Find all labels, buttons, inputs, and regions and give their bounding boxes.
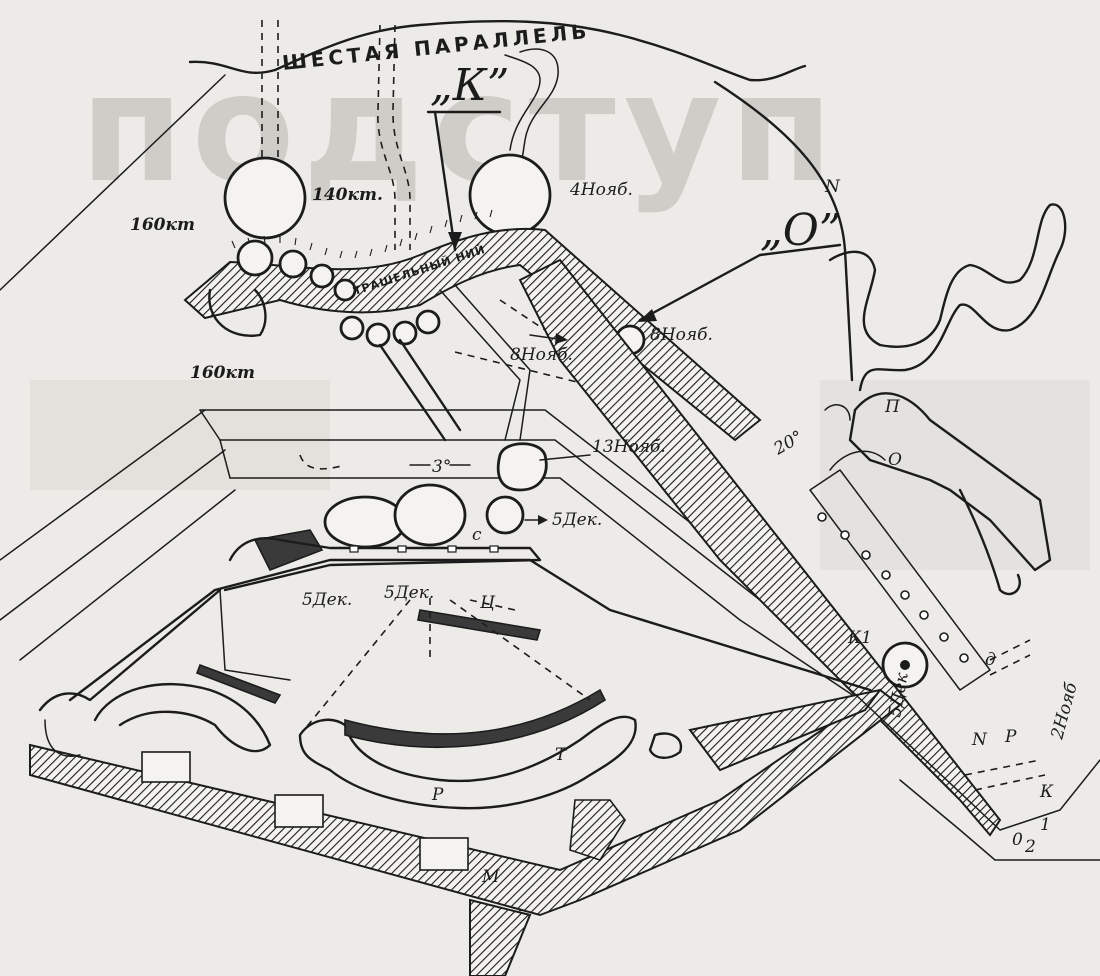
label-letter-t: Т (555, 745, 568, 765)
traverse-center-p (298, 715, 637, 810)
crater-4nov (468, 153, 552, 237)
traverse-hatched-left (195, 663, 282, 704)
bleed-through-right (820, 380, 1090, 570)
label-num-2: 2 (1024, 837, 1036, 857)
label-marker-k: „К” (430, 60, 509, 111)
label-crater-140: 140кт. (312, 185, 383, 205)
label-letter-k1: К1 (847, 628, 872, 648)
traverse-small (648, 732, 683, 759)
traverse-hatched-band (344, 688, 607, 748)
bastion-front-wall (469, 898, 532, 976)
right-ditch-lower (899, 779, 1100, 861)
rampart-emplacements (141, 751, 626, 871)
crater-chain-upper (236, 239, 357, 302)
approach-trench-3 (504, 48, 559, 161)
label-letter-r-small: Р (1004, 727, 1017, 747)
ditch-corner (199, 409, 231, 479)
caponier-loopholes (817, 512, 969, 663)
label-num-1: 1 (1040, 815, 1051, 835)
glacis-line-3 (19, 489, 236, 661)
label-crater-160-bottom: 160кт (190, 363, 255, 383)
label-crater-5dec-right: 5Дек. (552, 510, 602, 530)
glacis-line-2 (0, 449, 226, 621)
interior-line-left (219, 589, 291, 681)
traverse-left (93, 682, 272, 753)
o-arrow-head (638, 309, 657, 322)
mine-line-2 (499, 299, 651, 401)
left-small-crater (44, 719, 81, 757)
label-letter-ts: Ц (479, 593, 496, 613)
label-num-0: 0 (1012, 830, 1023, 850)
sixth-parallel-trench (188, 19, 807, 82)
counterscarp-loopholes (349, 545, 499, 553)
label-crater-5dec-mid: 5Дек. (384, 583, 434, 603)
right-small-works (824, 404, 886, 471)
label-letter-o-small: О (888, 450, 902, 470)
label-crater-8nov-right: 8Нояб. (650, 325, 713, 345)
right-ditch-corner (839, 679, 1100, 831)
glacis-line-1 (0, 409, 206, 561)
label-crater-5dec-left: 5Дек. (302, 590, 352, 610)
label-crater-160-top: 160кт (130, 215, 195, 235)
5dec-arrow-head (538, 515, 548, 525)
label-crater-8nov-left: 8Нояб. (510, 345, 573, 365)
crater-group-5dec (323, 442, 548, 549)
label-letter-r: Р (431, 785, 444, 805)
bleed-through-left (30, 380, 330, 490)
label-letter-p-small: П (884, 397, 901, 417)
right-dashed-d (989, 639, 1031, 676)
trench-hachures-top (231, 209, 493, 259)
parallel-right-edge (713, 80, 854, 382)
crater-dark-blockhouse (253, 529, 324, 572)
right-lower-trench (958, 488, 1021, 596)
interior-galleries (299, 598, 591, 736)
traverse-hatched-top (417, 609, 542, 641)
right-bastion-outline (848, 392, 1052, 572)
ditch-line-3 (229, 477, 861, 701)
approach-trench-2 (377, 24, 411, 250)
label-distance-20: 20° (770, 427, 807, 460)
k-arrow-head (448, 232, 462, 250)
label-letter-k-small: К (1039, 782, 1054, 802)
counterscarp-gallery (223, 537, 542, 592)
right-trench-outline (828, 203, 1067, 392)
caponier-gallery (809, 469, 991, 691)
crater-140 (223, 156, 307, 240)
background-watermark: подступ (80, 42, 841, 216)
label-crater-2nov: 2Нояб (1047, 680, 1082, 742)
13nov-leader (539, 454, 591, 461)
label-letter-m: М (481, 867, 500, 887)
gallery-right (439, 284, 531, 441)
label-marker-o: „О” (760, 205, 841, 256)
label-letter-n-ditch: N (824, 177, 841, 197)
o-arrow-shaft (638, 253, 762, 322)
label-crater-13nov: 13Нояб. (592, 437, 666, 457)
label-letter-n-small: N (971, 730, 988, 750)
left-rampart-wall (38, 588, 222, 712)
crater-k1-center (900, 660, 910, 670)
label-distance-3: 3° (432, 457, 451, 477)
outer-line-left (0, 74, 226, 291)
right-mine-ladders (964, 759, 1046, 791)
label-letter-c: с (472, 525, 482, 545)
8nov-left-arrow-head (555, 333, 568, 344)
crater-160-lower (208, 288, 267, 337)
gallery-left (378, 338, 462, 442)
label-letter-d: д (985, 650, 996, 670)
bastion-right-wall (688, 688, 883, 772)
label-crater-4nov: 4Нояб. (569, 180, 633, 200)
k-arrow-shaft (433, 110, 457, 252)
crater-chain-lower (339, 309, 441, 348)
o-label-underline (758, 243, 842, 257)
ditch-dashed-arc (299, 454, 346, 470)
